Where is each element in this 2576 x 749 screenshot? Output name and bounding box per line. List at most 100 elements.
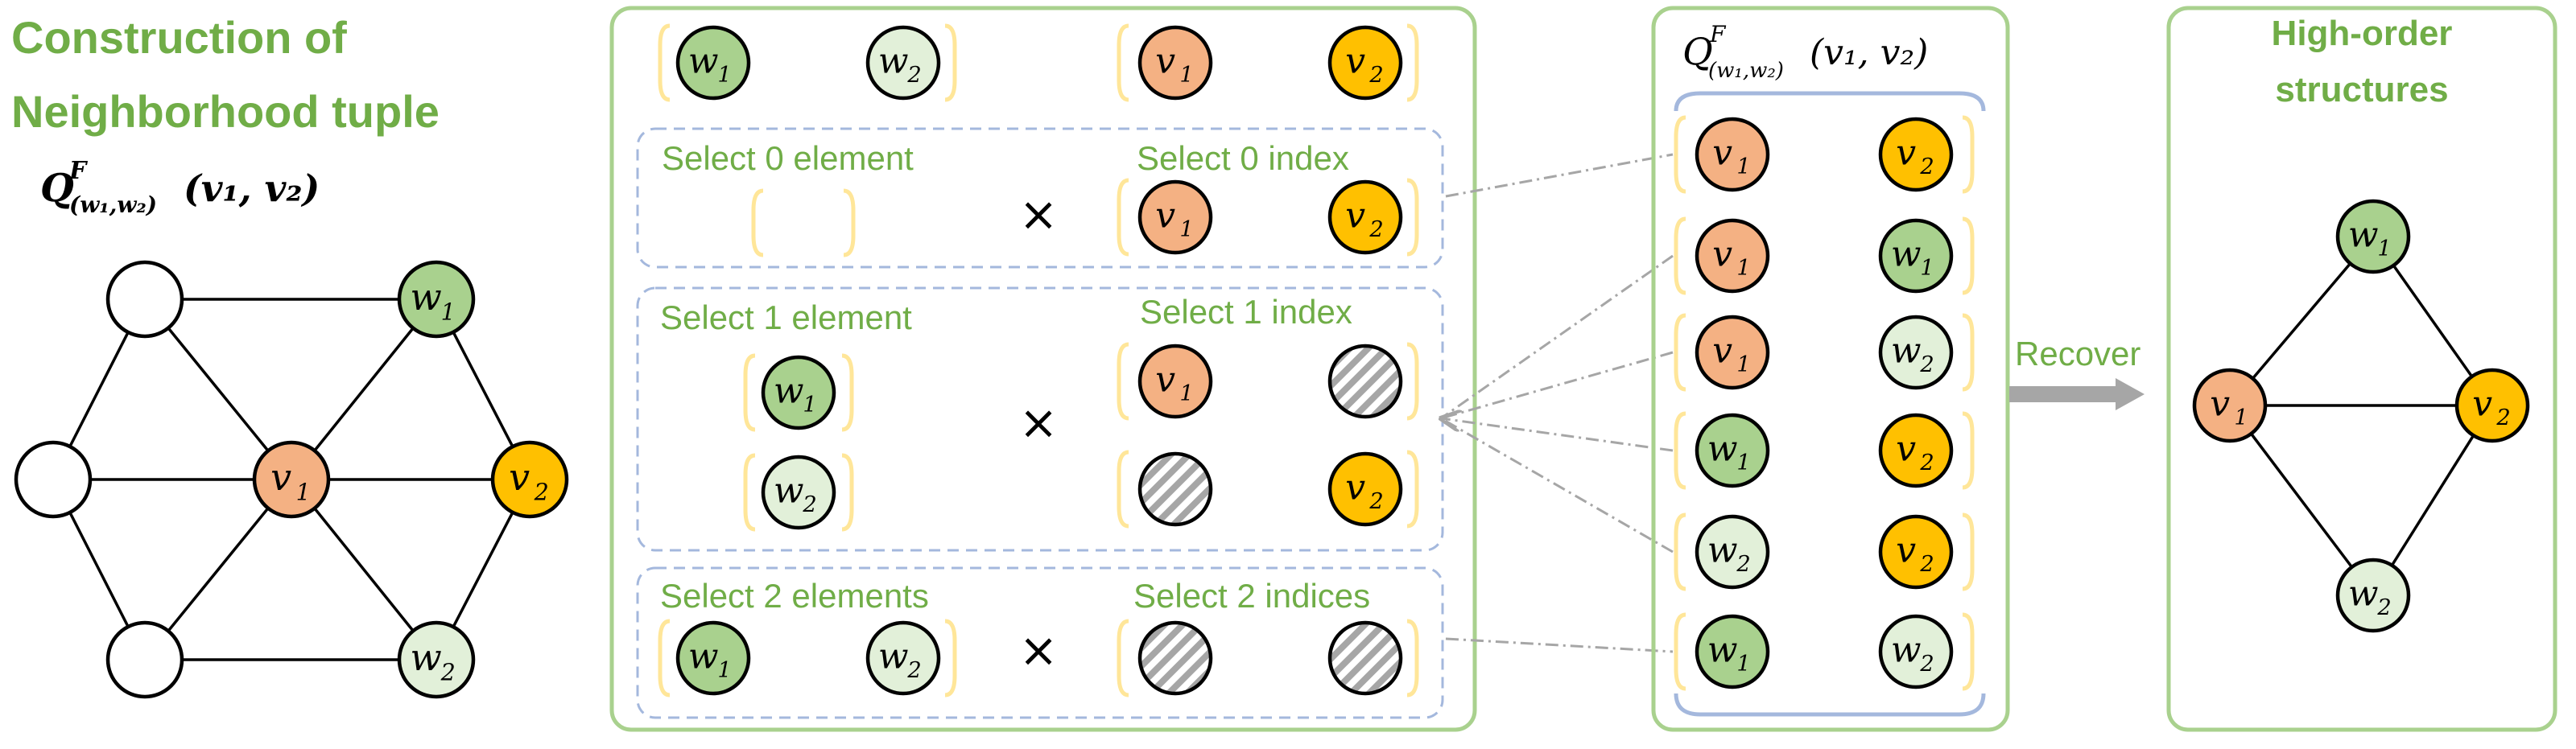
tuple-row-2-node-1-circle [1878,315,1954,390]
tuple-row-0-node-1-circle [1878,117,1954,192]
right-node-w2-letter: w [2348,573,2379,614]
box0-index-node-0-subscript: 1 [1179,217,1193,242]
box1-element-bracket-0 [743,353,854,432]
left-node-v2-circle [490,440,569,519]
box1-index-node-1-1-subscript: 2 [1368,489,1383,514]
box2-index-node-1-circle [1327,620,1403,696]
box1-index-node-1-1-circle [1327,451,1403,527]
left-node-n3-circle [105,620,184,699]
connector-box1-row2 [1440,351,1674,420]
tuple-row-5-node-0-letter: w [1707,629,1738,670]
box1-element-node-0-subscript: 1 [803,393,816,418]
left-title-line1: Construction of [11,12,347,63]
tuple-row-3-node-0-circle [1695,413,1770,488]
box2-index-bracket-right [1406,619,1419,698]
top-row-bracket-elements-left [658,23,671,102]
box0-indices-bracket-right [1406,178,1419,257]
top-row-node-1-circle [865,25,941,101]
box1-index-node-1-1-letter: v [1345,467,1365,508]
tuple-row-2-node-1-letter: w [1891,330,1922,371]
tuple-row-bracket-0-right [1962,115,1975,194]
box0-index-node-0-circle [1137,179,1213,255]
box0-empty-elements-bracket-left [751,188,764,257]
left-node-w2: w2 [397,620,476,699]
tuple-row-3-node-0-subscript: 1 [1736,451,1750,475]
set-brace-top [1674,91,1986,112]
tuple-row-0-node-1-subscript: 2 [1919,154,1934,179]
right-node-v2-circle [2454,368,2530,443]
box2-element-node-0-letter: w [688,636,719,677]
right-node-w1: w1 [2335,199,2411,274]
right-title-line2: structures [2275,70,2448,109]
tuple-row-bracket-1-left [1674,216,1686,295]
tuple-row-1-node-0-letter: v [1712,233,1732,274]
tuple-row-4-node-1-letter: v [1896,529,1916,570]
box2-element-node-1: w2 [865,620,941,696]
tuple-row-bracket-5-right [1962,612,1975,691]
tuple-row-2-node-1: w2 [1878,315,1954,390]
box0-element-label: Select 0 element [662,139,914,177]
right-node-v1-subscript: 1 [2234,405,2248,430]
left-node-v2-letter: v [509,455,530,499]
tuple-row-5-node-0-subscript: 1 [1736,652,1750,677]
tuple-row-2-node-0-letter: v [1712,330,1732,371]
top-row-bracket-indices [1117,23,1419,102]
tuple-row-1-node-1: w1 [1878,218,1954,294]
set-brace-bottom [1674,693,1986,717]
box1-index-node-0-0-circle [1137,344,1213,419]
top-row-node-2-subscript: 1 [1179,63,1193,88]
box1-element-node-0-letter: w [774,370,804,411]
left-formula-sub: (w₁,w₂) [69,191,157,218]
top-row-node-3-letter: v [1345,40,1365,81]
left-node-w2-circle [397,620,476,699]
tuple-set-formula-main: Q [1682,30,1713,73]
tuple-row-bracket-3-right [1962,411,1975,490]
tuple-row-0-node-1-letter: v [1896,132,1916,173]
right-node-v1-circle [2192,368,2268,443]
box2-times: × [1019,623,1059,677]
box2-element-bracket [658,619,957,698]
tuple-set-frame [1651,6,2010,732]
tuple-row-4-node-1-circle [1878,514,1954,590]
recover-label: Recover [2015,335,2140,372]
box2-element-node-0-subscript: 1 [717,658,731,683]
tuple-row-0-node-0-circle [1695,117,1770,192]
right-node-w1-letter: w [2348,214,2379,255]
top-row-bracket-indices-left [1117,23,1129,102]
box0-index-node-1-circle [1327,179,1403,255]
tuple-row-1-node-0-subscript: 1 [1736,256,1750,281]
left-node-w1-circle [397,260,476,339]
tuple-row-bracket-2-left [1674,313,1686,392]
tuple-set-formula-sup: F [1709,21,1727,47]
box0-index-node-0-letter: v [1155,195,1175,236]
right-edge-v1-w2 [2228,404,2375,597]
box1-element-bracket-1-right [841,453,854,532]
box0-empty-elements-bracket-right [843,188,856,257]
box1-index-node-0-0-letter: v [1155,359,1175,400]
recover-arrow-group: Recover [2009,335,2145,410]
box1-index-node-0-1-circle [1327,344,1403,419]
box0-indices-bracket-left [1117,178,1129,257]
tuple-row-bracket-4-left [1674,512,1686,591]
tuple-set-formula-args: (v₁, v₂) [1810,32,1928,73]
tuple-row-1-node-1-letter: w [1891,233,1922,274]
box1-index-bracket-1-left [1117,450,1129,529]
box2-element-node-1-letter: w [878,636,909,677]
box1-element-node-1-letter: w [774,470,804,511]
tuple-row-5-node-0-circle [1695,614,1770,689]
top-row-node-0-letter: w [688,40,719,81]
select-box-2 [636,566,1444,719]
box1-index-node-0-0-subscript: 1 [1179,381,1193,406]
right-node-w2-subscript: 2 [2376,595,2391,620]
left-node-v1-letter: v [270,455,291,499]
box1-times: × [1019,395,1059,450]
box1-element-node-1-circle [761,455,836,530]
